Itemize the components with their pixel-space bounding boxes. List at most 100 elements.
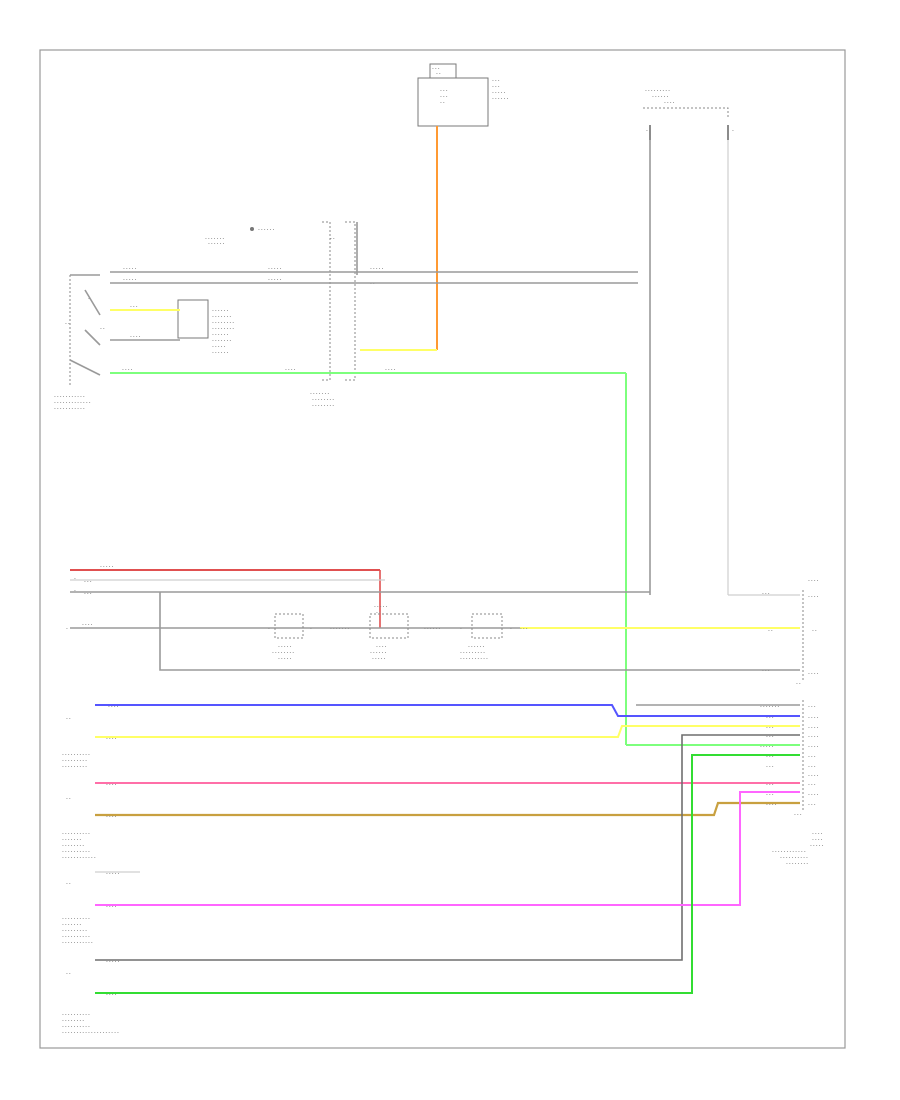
power-seat-motor-front-vertical: • • • • • • • • • • • • • • • • • • • • … (62, 917, 93, 945)
svg-text:• • • • •: • • • • • (123, 278, 137, 282)
svg-text:• • • • • • •: • • • • • • • (62, 923, 81, 927)
svg-text:• • • •: • • • • (82, 623, 93, 627)
svg-text:• • • • • • • • • • • • • • •: • • • • • • • • • • • • • • • • • • • • (62, 1031, 119, 1035)
svg-text:• • • •: • • • • (812, 832, 823, 836)
svg-text:• • • • • • • •: • • • • • • • • (212, 327, 234, 331)
svg-text:• • • • • •: • • • • • • (370, 651, 386, 655)
svg-text:•: • (268, 627, 270, 631)
svg-text:• • • • • • • • • • •: • • • • • • • • • • • (54, 395, 85, 399)
svg-text:• • • • •: • • • • • (810, 844, 824, 848)
svg-text:• • • • • •: • • • • • • (258, 228, 274, 232)
svg-text:• • • • • • • • • •: • • • • • • • • • • (62, 850, 90, 854)
svg-text:• • • • • • • • •: • • • • • • • • • (62, 929, 87, 933)
svg-text:• • • •: • • • • (106, 815, 117, 819)
svg-text:• • • • •: • • • • • (374, 605, 388, 609)
svg-text:• •: • • (376, 611, 381, 615)
svg-text:• • • • •: • • • • • (372, 657, 386, 661)
svg-text:• • • • • • • • •: • • • • • • • • • (645, 89, 670, 93)
svg-text:• • •: • • • (766, 755, 774, 759)
svg-text:• • • • •: • • • • • (268, 267, 282, 271)
svg-text:• • • • •: • • • • • (370, 267, 384, 271)
svg-text:• • •: • • • (808, 705, 816, 709)
svg-text:• • • • • • • • •: • • • • • • • • • (62, 765, 87, 769)
power-seat-lumbar-support-control-switch: • • • • • • • • • • • • • • • • • • • • … (54, 274, 234, 411)
svg-text:• • • • • • • • • •: • • • • • • • • • • (62, 753, 90, 757)
svg-text:• • •: • • • (520, 627, 528, 631)
svg-text:•: • (310, 627, 312, 631)
svg-text:• • • •: • • • • (664, 101, 675, 105)
wire-green (95, 754, 800, 994)
svg-text:• • • • • •: • • • • • • (212, 351, 228, 355)
wire-magenta (95, 791, 800, 906)
svg-text:• • • • • • • • •: • • • • • • • • • (62, 759, 87, 763)
svg-text:• • • • •: • • • • • (106, 960, 120, 964)
splice-dot (250, 227, 254, 231)
svg-text:• • • • • •: • • • • • • (208, 242, 224, 246)
svg-text:• • • • • • • • • •: • • • • • • • • • • (62, 935, 90, 939)
svg-text:• • • •: • • • • (385, 368, 396, 372)
svg-text:• •: • • (436, 72, 441, 76)
svg-text:• • • •: • • • • (808, 579, 819, 583)
svg-text:• • •: • • • (808, 803, 816, 807)
power-seat-motor-rear-vertical: • • • • • • • • • • • • • • • • • • • • … (62, 832, 96, 860)
svg-text:• • • •: • • • • (106, 737, 117, 741)
svg-text:• • • • • • •: • • • • • • • (212, 339, 231, 343)
svg-text:• • •: • • • (84, 592, 92, 596)
svg-text:• • • • • • • •: • • • • • • • • (272, 651, 294, 655)
svg-text:• • •: • • • (766, 735, 774, 739)
svg-text:• • • •: • • • • (376, 645, 387, 649)
svg-text:• • • •: • • • • (808, 716, 819, 720)
svg-text:• • •: • • • (808, 783, 816, 787)
svg-text:• • •: • • • (492, 85, 500, 89)
svg-text:• • • •: • • • • (808, 726, 819, 730)
svg-text:• • • •: • • • • (808, 735, 819, 739)
power-seat-motor-fore-aft: • • • • • • • • • • • • • • • • • • • • … (62, 753, 90, 769)
svg-text:• • •: • • • (794, 813, 802, 817)
svg-text:• • • •: • • • • (122, 368, 133, 372)
svg-text:• •: • • (812, 629, 817, 633)
svg-text:• • • • • • • • • • •: • • • • • • • • • • • (62, 941, 93, 945)
svg-text:• • • •: • • • • (808, 745, 819, 749)
svg-text:• • • •: • • • • (766, 803, 777, 807)
svg-text:•: • (74, 577, 76, 581)
svg-text:• • • • • • • • • •: • • • • • • • • • • (62, 832, 90, 836)
svg-text:• • •: • • • (440, 95, 448, 99)
svg-text:• • • •: • • • • (106, 905, 117, 909)
svg-text:• • •: • • • (440, 89, 448, 93)
svg-text:•: • (460, 627, 462, 631)
svg-text:• • • • • • •: • • • • • • • (212, 315, 231, 319)
harness-connector-2: • • • • • • • • • • • • • • • • • • • • … (330, 605, 409, 661)
svg-text:• • •: • • • (762, 592, 770, 596)
svg-text:• • • • • • • • • •: • • • • • • • • • • (780, 856, 808, 860)
svg-text:• •: • • (370, 282, 375, 286)
svg-text:• • •: • • • (766, 793, 774, 797)
svg-text:• • • • • • • • • •: • • • • • • • • • • (62, 1013, 90, 1017)
lumbar-ground-connector: • • • • • • • • • • • • • • • • • • • • … (310, 221, 375, 408)
harness-connector-1: • • • • • • • • • • • • • • • • • • • • (268, 613, 312, 661)
svg-text:• • • • • • • •: • • • • • • • • (62, 844, 84, 848)
svg-text:• • • • •: • • • • • (278, 645, 292, 649)
svg-text:•: • (646, 129, 648, 133)
wire-gray-loop (159, 592, 800, 671)
svg-text:• • •: • • • (808, 765, 816, 769)
svg-text:• •: • • (330, 237, 335, 241)
svg-text:• • •: • • • (766, 726, 774, 730)
svg-text:• • • • • •: • • • • • • (652, 95, 668, 99)
wire-blue (95, 704, 800, 717)
svg-text:• • • •: • • • • (106, 783, 117, 787)
svg-text:• •: • • (796, 682, 801, 686)
svg-text:• •: • • (65, 322, 70, 326)
svg-text:• • • • •: • • • • • (492, 91, 506, 95)
svg-text:• •: • • (100, 327, 105, 331)
lumbar-seat-switch-top-right: • • • • • • • • • • • • • • • • • • • • … (643, 89, 734, 140)
svg-text:• • •: • • • (762, 669, 770, 673)
svg-text:• • • • • • • • • •: • • • • • • • • • • (62, 1025, 90, 1029)
svg-text:• • • • • •: • • • • • • (424, 627, 440, 631)
svg-text:• • •: • • • (130, 305, 138, 309)
svg-text:• • • •: • • • • (808, 595, 819, 599)
diagram-frame (39, 49, 846, 1049)
svg-text:• • • • • • •: • • • • • • • (205, 237, 224, 241)
svg-text:• • • • • • • • • •: • • • • • • • • • • (460, 657, 488, 661)
